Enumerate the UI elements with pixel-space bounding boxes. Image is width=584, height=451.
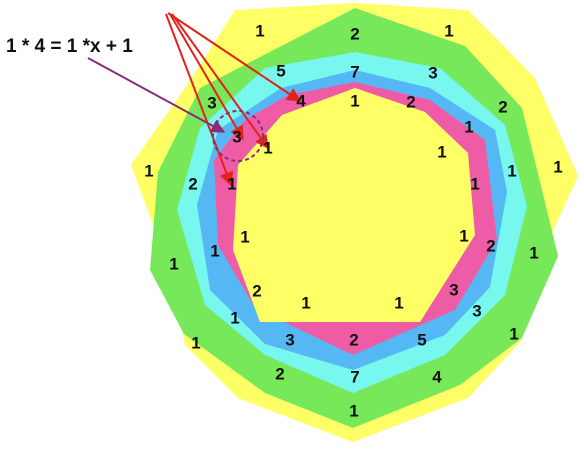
ring-number: 2 xyxy=(350,25,359,44)
ring-number: 1 xyxy=(444,22,453,41)
ring-number: 2 xyxy=(275,365,284,384)
highlight-circle xyxy=(212,110,264,162)
ring-number: 1 xyxy=(464,118,473,137)
red-arrow-4 xyxy=(165,13,234,187)
ring-number: 1 xyxy=(240,228,249,247)
ring-number: 4 xyxy=(432,368,442,387)
ring-number: 1 xyxy=(230,309,239,328)
ring-number: 3 xyxy=(449,281,458,300)
ring-number: 1 xyxy=(509,325,518,344)
ring-number: 2 xyxy=(486,237,495,256)
ring-number: 3 xyxy=(428,64,437,83)
ring-number: 1 xyxy=(301,294,310,313)
ring-number: 1 xyxy=(191,334,200,353)
ring-number: 1 xyxy=(349,402,358,421)
ring-number: 5 xyxy=(276,62,285,81)
ring-number: 1 xyxy=(350,92,359,111)
ring-number: 1 xyxy=(507,162,516,181)
ring-number: 7 xyxy=(350,63,359,82)
ring-number: 1 xyxy=(169,255,178,274)
ring-number: 2 xyxy=(188,175,197,194)
ring-number: 2 xyxy=(349,331,358,350)
ring-number: 2 xyxy=(406,93,415,112)
ring-number: 4 xyxy=(296,92,306,111)
ring-number: 1 xyxy=(263,139,272,158)
ring-number: 2 xyxy=(498,98,507,117)
ring-number: 3 xyxy=(232,128,241,147)
ring-number: 1 xyxy=(470,175,479,194)
ring-number: 3 xyxy=(285,331,294,350)
ring-number: 1 xyxy=(553,158,562,177)
ring-number: 3 xyxy=(472,302,481,321)
ring-number: 7 xyxy=(350,368,359,387)
ring-number: 1 xyxy=(144,162,153,181)
ring-number: 2 xyxy=(252,282,261,301)
ring-number: 1 xyxy=(529,244,538,263)
purple-arrow xyxy=(87,57,226,133)
ring-number: 3 xyxy=(207,94,216,113)
ring-number: 1 xyxy=(437,143,446,162)
ring-number: 1 xyxy=(210,242,219,261)
red-arrow-2 xyxy=(171,13,269,150)
ring-number: 5 xyxy=(417,331,426,350)
ring-number: 1 xyxy=(227,175,236,194)
red-arrow-1 xyxy=(167,12,302,102)
ring-number: 1 xyxy=(255,22,264,41)
yellow-center xyxy=(233,88,475,322)
red-arrow-3 xyxy=(169,13,244,141)
ring-number: 1 xyxy=(459,227,468,246)
equation-label: 1 * 4 = 1 *x + 1 xyxy=(6,36,133,57)
ring-number: 1 xyxy=(394,294,403,313)
